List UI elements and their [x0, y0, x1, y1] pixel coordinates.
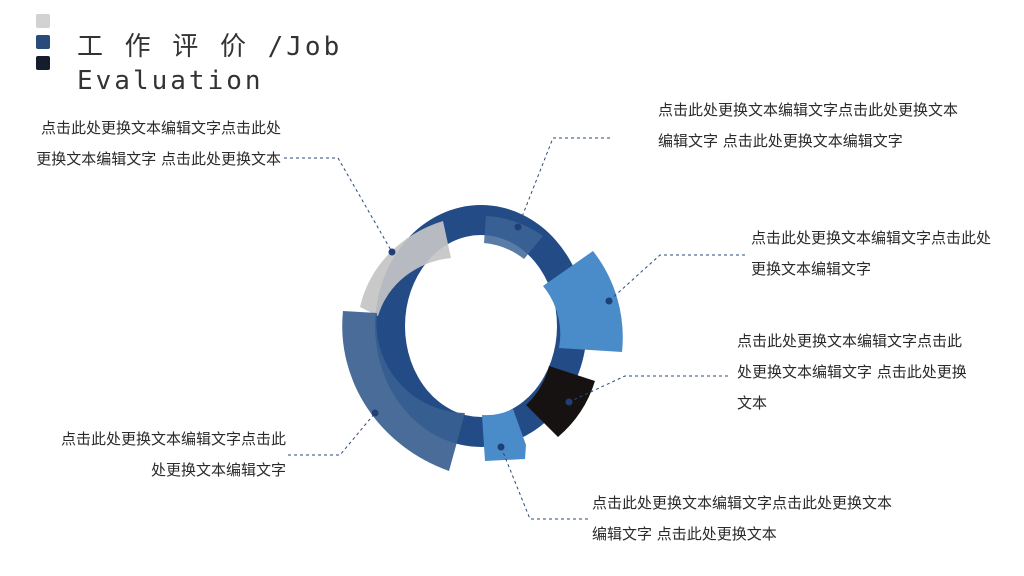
- square-mid: [36, 35, 50, 49]
- leader-right-upper: [608, 254, 745, 302]
- note-right-upper: 点击此处更换文本编辑文字点击此处更换文本编辑文字: [751, 229, 992, 278]
- leader-top-right: [517, 137, 610, 228]
- segment-light-gray: [360, 221, 451, 316]
- endpoint-dots: [371, 223, 613, 451]
- note-bottom-left: 点击此处更换文本编辑文字点击此处更换文本编辑文字: [60, 430, 286, 479]
- segment-black: [526, 366, 595, 437]
- leader-bottom-left: [288, 412, 376, 456]
- segment-bottom-sky: [482, 409, 526, 461]
- dot-right-lower: [565, 398, 573, 406]
- segment-sky-blue: [543, 251, 623, 352]
- leader-right-lower: [568, 375, 728, 403]
- segment-top-blue: [484, 216, 543, 259]
- dot-top-left: [388, 248, 396, 256]
- square-light: [36, 14, 50, 28]
- dot-top-right: [514, 223, 522, 231]
- dot-bottom-left: [371, 409, 379, 417]
- note-top-right: 点击此处更换文本编辑文字点击此处更换文本编辑文字 点击此处更换文本编辑文字: [658, 101, 959, 150]
- leader-bottom-right: [500, 446, 588, 520]
- leader-lines: [284, 137, 745, 520]
- note-top-left: 点击此处更换文本编辑文字点击此处更换文本编辑文字 点击此处更换文本: [36, 119, 281, 168]
- note-bottom-right: 点击此处更换文本编辑文字点击此处更换文本编辑文字 点击此处更换文本: [592, 494, 893, 543]
- segment-left-navy: [342, 311, 465, 471]
- note-right-lower: 点击此处更换文本编辑文字点击此处更换文本编辑文字 点击此处更换文本: [737, 332, 967, 412]
- page-title: 工 作 评 价 /Job Evaluation: [77, 32, 343, 96]
- dot-bottom-right: [497, 443, 505, 451]
- decorative-squares: [36, 14, 50, 77]
- leader-top-left: [284, 157, 393, 253]
- square-dark: [36, 56, 50, 70]
- dot-right-upper: [605, 297, 613, 305]
